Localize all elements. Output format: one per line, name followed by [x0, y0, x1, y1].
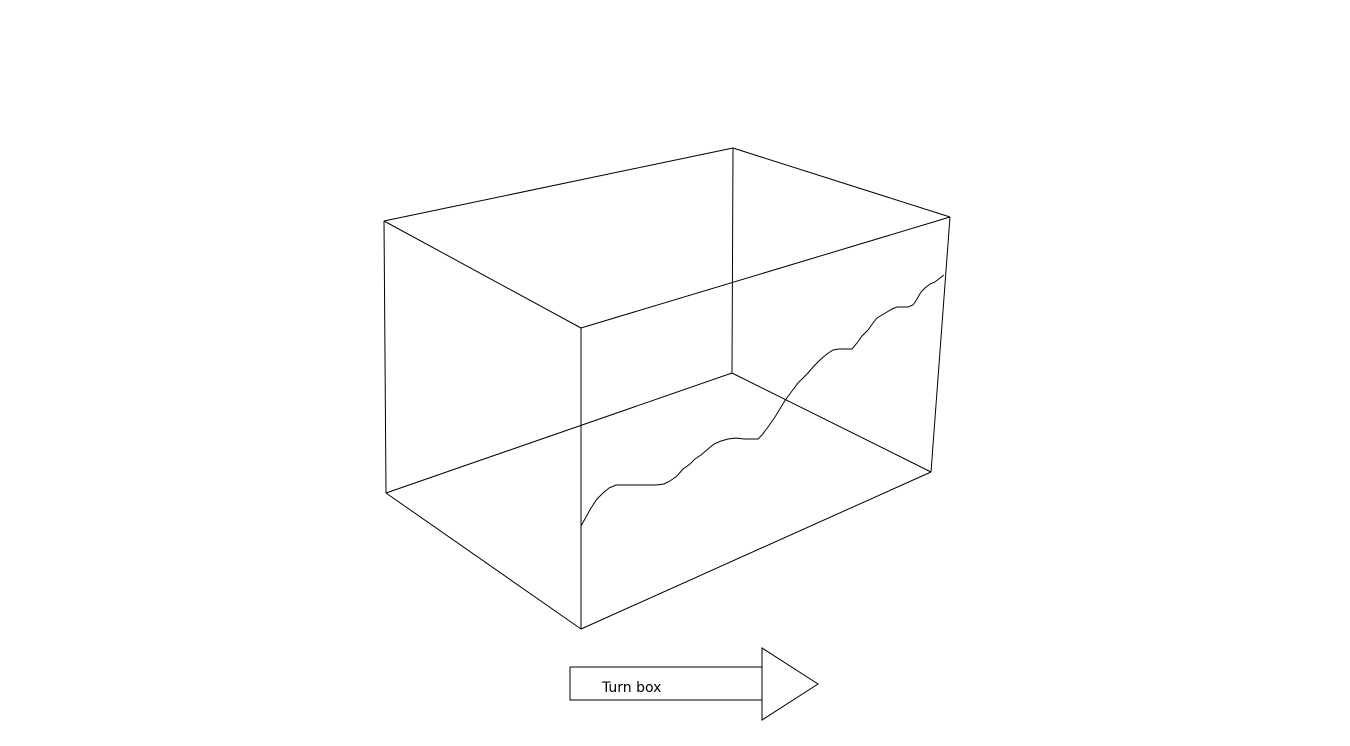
- box-edge-bottom-front: [580, 471, 932, 630]
- box-edge-right-vertical: [930, 216, 951, 473]
- turn-box-label: Turn box: [601, 680, 661, 696]
- box-edge-bottom-left: [385, 492, 582, 630]
- box-edge-bottom-right: [731, 372, 932, 473]
- right-arrow-icon[interactable]: [569, 647, 819, 721]
- box-edge-top-left: [383, 220, 582, 329]
- wireframe-box: [383, 147, 951, 630]
- turn-box-button[interactable]: Turn box: [569, 647, 819, 721]
- box-edge-top-front: [580, 216, 951, 329]
- surface-curve: [580, 274, 945, 527]
- box-edge-back-vertical: [731, 147, 734, 374]
- box-edge-left-vertical: [383, 220, 387, 494]
- box-edge-bottom-back: [385, 372, 733, 494]
- box-edge-top-right: [732, 147, 951, 218]
- box-edge-top-back: [383, 147, 734, 222]
